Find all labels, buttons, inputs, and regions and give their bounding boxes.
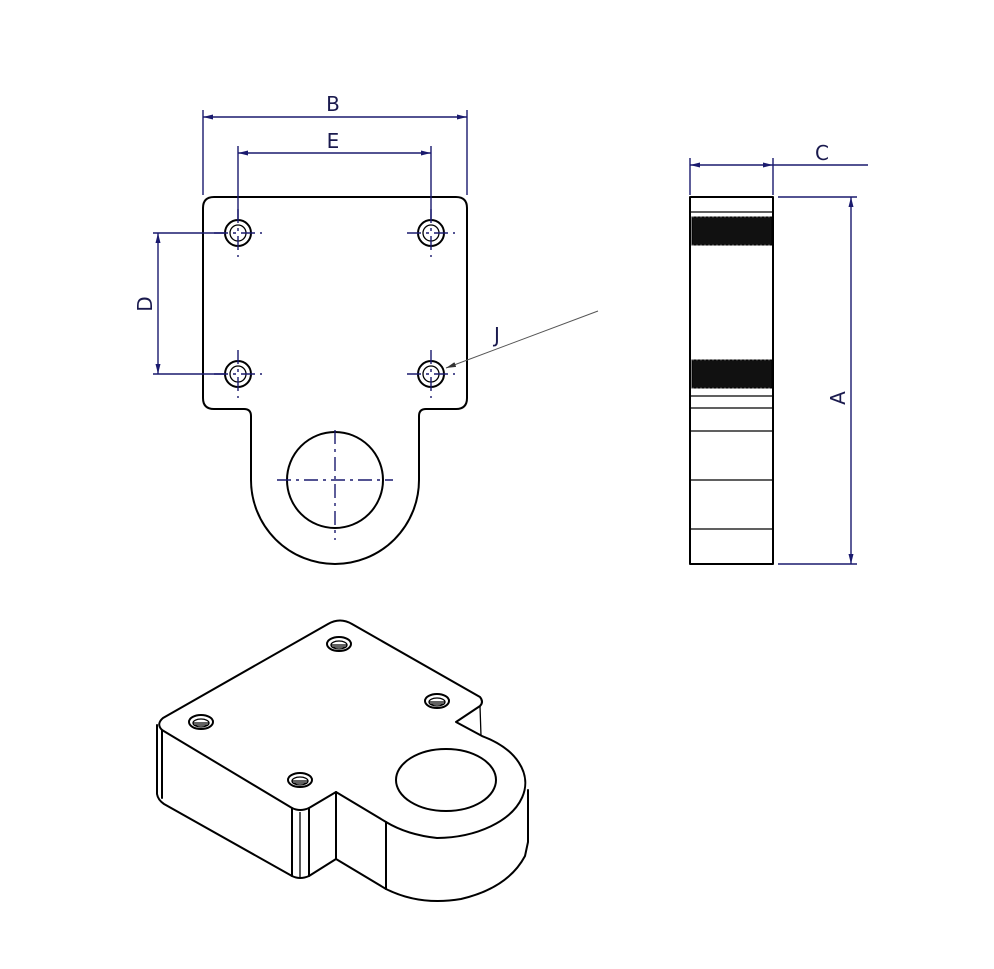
iso-top-face — [158, 619, 527, 839]
front-view-outline — [202, 196, 468, 565]
mounting-hole-bottom-right — [407, 350, 455, 398]
dimension-a: A — [778, 196, 857, 565]
dimension-a-label: A — [826, 391, 850, 405]
callout-j: J — [445, 310, 599, 369]
dimension-e-label: E — [327, 129, 340, 153]
front-view: B E D J — [133, 92, 599, 565]
dimension-e: E — [237, 129, 432, 220]
side-view: C A — [689, 141, 868, 565]
callout-j-label: J — [492, 323, 500, 347]
dimension-d: D — [133, 232, 225, 375]
dimension-c: C — [689, 141, 868, 195]
iso-hole-left — [188, 714, 214, 730]
main-bore — [277, 430, 393, 540]
iso-hole-front — [287, 772, 313, 788]
threaded-hole-top-section — [691, 216, 773, 246]
iso-bore — [395, 748, 497, 812]
iso-side-faces — [156, 724, 529, 902]
iso-hole-right — [424, 693, 450, 709]
side-view-outline — [689, 196, 774, 565]
dimension-d-label: D — [133, 296, 157, 311]
iso-hole-back — [326, 636, 352, 652]
dimension-b-label: B — [326, 92, 340, 116]
dimension-b: B — [202, 92, 468, 195]
isometric-view — [156, 619, 529, 902]
threaded-hole-bottom-section — [691, 359, 773, 389]
dimension-c-label: C — [815, 141, 829, 165]
